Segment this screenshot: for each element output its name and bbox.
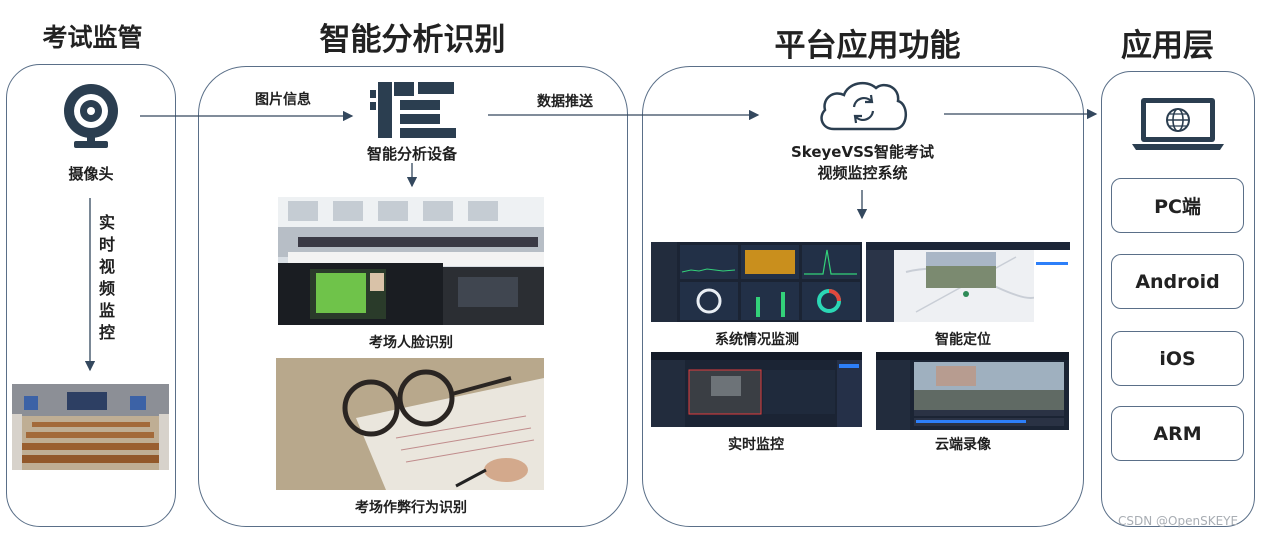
cloud-recording-screenshot — [876, 352, 1069, 430]
client-arm: ARM — [1111, 406, 1244, 461]
face-recognition-photo — [278, 197, 544, 325]
camera-icon — [62, 82, 120, 150]
face-recognition-label: 考场人脸识别 — [345, 332, 477, 352]
camera-label: 摄像头 — [55, 163, 127, 184]
cheat-recognition-photo — [276, 358, 544, 490]
vertical-char: 视 — [97, 256, 117, 278]
cloud-sync-icon — [816, 77, 910, 133]
system-name-line2: 视频监控系统 — [790, 162, 935, 183]
system-monitoring-screenshot — [651, 242, 862, 322]
client-ios: iOS — [1111, 331, 1244, 386]
system-name-line1: SkeyeVSS智能考试 — [770, 141, 955, 162]
vertical-char: 监 — [97, 300, 117, 322]
laptop-globe-icon — [1132, 96, 1224, 152]
realtime-video-label: 实 时 视 频 监 控 — [97, 212, 117, 344]
cheat-recognition-label: 考场作弊行为识别 — [325, 497, 497, 517]
client-android: Android — [1111, 254, 1244, 309]
realtime-monitoring-screenshot — [651, 352, 862, 427]
vertical-char: 时 — [97, 234, 117, 256]
feature-label-system-monitoring: 系统情况监测 — [693, 329, 821, 349]
analysis-device-icon — [370, 80, 456, 140]
label-data-push: 数据推送 — [530, 91, 600, 111]
vertical-char: 实 — [97, 212, 117, 234]
smart-positioning-screenshot — [866, 242, 1070, 322]
feature-label-cloud-recording: 云端录像 — [918, 434, 1008, 454]
label-image-info: 图片信息 — [248, 89, 318, 109]
feature-label-smart-positioning: 智能定位 — [918, 329, 1008, 349]
classroom-photo — [12, 384, 169, 470]
client-pc: PC端 — [1111, 178, 1244, 233]
watermark: CSDN @OpenSKEYE — [1118, 514, 1238, 528]
vertical-char: 控 — [97, 322, 117, 344]
analysis-device-label: 智能分析设备 — [350, 143, 474, 164]
feature-label-realtime-monitoring: 实时监控 — [711, 434, 801, 454]
vertical-char: 频 — [97, 278, 117, 300]
